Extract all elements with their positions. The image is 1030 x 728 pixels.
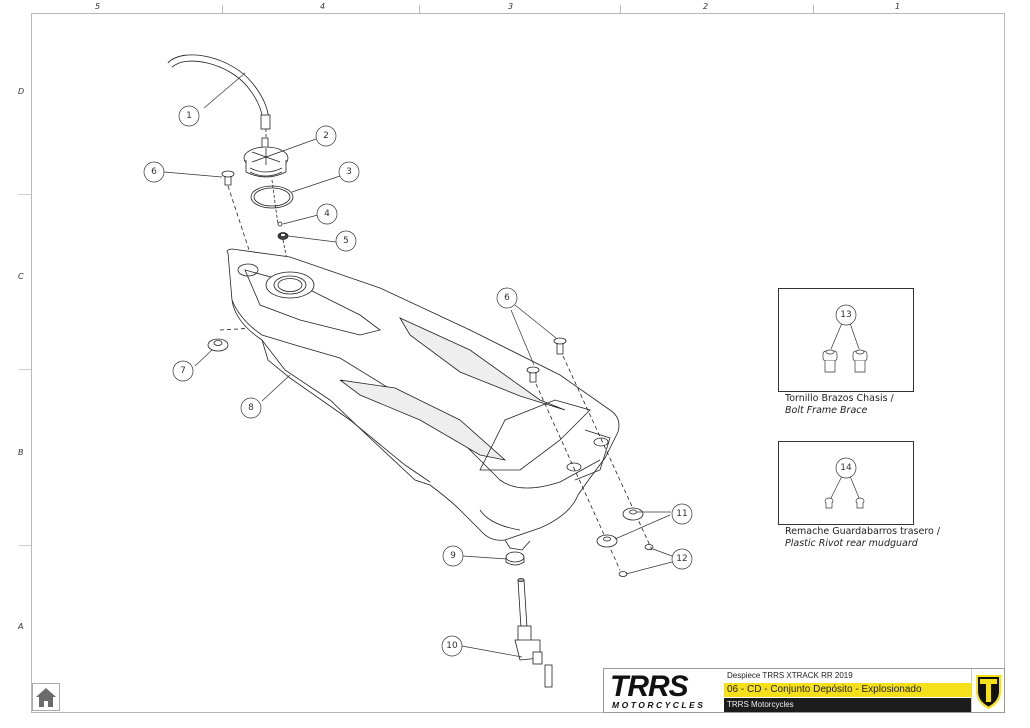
zone-tick — [813, 5, 814, 14]
zone-column-label: 5 — [95, 2, 101, 11]
o-ring — [250, 185, 294, 209]
callout-2 — [315, 125, 337, 147]
callout-label: 6 — [504, 293, 510, 303]
callout-5 — [335, 230, 357, 252]
callout-9 — [442, 545, 464, 567]
callout-label: 10 — [446, 641, 458, 651]
zone-tick — [18, 369, 31, 370]
trrs-shield-logo — [971, 669, 1005, 712]
callout-label: 12 — [676, 554, 687, 564]
inset-caption-frame-brace-bolt: Tornillo Brazos Chasis / Bolt Frame Brac… — [785, 393, 894, 417]
callout-label: 14 — [840, 463, 852, 473]
callout-label: 8 — [248, 403, 254, 413]
inset-frame-brace-bolt: 13 — [778, 288, 914, 392]
zone-tick — [18, 545, 31, 546]
logo-subtitle: MOTORCYCLES — [612, 700, 705, 710]
callout-1 — [178, 105, 200, 127]
home-icon — [36, 688, 56, 707]
zone-row-label: A — [18, 622, 24, 631]
rubber-washers — [596, 507, 644, 548]
fuel-cap — [243, 137, 289, 178]
drawing-frame — [31, 13, 1005, 713]
callout-12 — [671, 548, 693, 570]
zone-row-label: C — [18, 272, 24, 281]
callout-6-right — [496, 287, 518, 309]
zone-tick — [419, 5, 420, 14]
shield-icon — [976, 675, 1001, 709]
home-button[interactable] — [32, 683, 60, 711]
callout-8 — [240, 397, 262, 419]
zone-tick — [620, 5, 621, 14]
callout-11 — [671, 503, 693, 525]
caption-spanish: Tornillo Brazos Chasis / — [785, 393, 894, 404]
callout-3 — [338, 161, 360, 183]
caption-spanish: Remache Guardabarros trasero / — [785, 526, 941, 537]
callout-label: 4 — [324, 209, 330, 219]
zone-column-label: 1 — [895, 2, 901, 11]
caption-english: Plastic Rivot rear mudguard — [785, 538, 918, 549]
small-washer — [644, 544, 654, 550]
callout-label: 9 — [450, 551, 456, 561]
callout-7 — [172, 360, 194, 382]
company-name: TRRS Motorcycles — [724, 698, 972, 712]
document-title: Despiece TRRS XTRACK RR 2019 — [727, 671, 853, 680]
callout-label: 7 — [180, 366, 186, 376]
zone-column-label: 4 — [320, 2, 326, 11]
callout-label: 13 — [840, 310, 851, 320]
callout-label: 1 — [186, 111, 192, 121]
zone-tick — [222, 5, 223, 14]
fuel-tank — [226, 248, 620, 551]
zone-row-label: B — [18, 448, 24, 457]
callout-label: 2 — [323, 131, 329, 141]
callout-label: 6 — [151, 167, 157, 177]
title-block: TRRS MOTORCYCLES Despiece TRRS XTRACK RR… — [603, 668, 1005, 713]
logo-wordmark: TRRS — [610, 670, 689, 703]
bolt-pair-drawing: 13 — [822, 304, 868, 373]
check-valve-ball — [277, 221, 283, 227]
callout-label: 3 — [346, 167, 352, 177]
zone-row-label: D — [18, 87, 25, 96]
small-washer — [618, 571, 628, 577]
rivet-pair-drawing: 14 — [824, 457, 865, 509]
hose-clamp — [505, 551, 525, 566]
callout-10 — [441, 635, 463, 657]
caption-english: Bolt Frame Brace — [785, 405, 868, 416]
callout-4 — [316, 203, 338, 225]
fuel-tap — [514, 578, 553, 688]
callout-6-left — [143, 161, 165, 183]
section-title: 06 - CD - Conjunto Depósito - Explosiona… — [724, 683, 972, 697]
callout-label: 5 — [343, 236, 349, 246]
zone-column-label: 2 — [703, 2, 709, 11]
inset-caption-rear-mudguard-rivet: Remache Guardabarros trasero / Plastic R… — [785, 526, 940, 550]
grommet — [207, 327, 256, 352]
callout-label: 11 — [676, 509, 687, 519]
breather-hose — [167, 54, 271, 138]
inset-rear-mudguard-rivet: 14 — [778, 441, 914, 525]
zone-column-label: 3 — [508, 2, 514, 11]
o-ring-inner — [253, 187, 291, 207]
trrs-logo: TRRS MOTORCYCLES — [604, 669, 721, 712]
valve-seat — [277, 232, 289, 240]
zone-tick — [18, 194, 31, 195]
